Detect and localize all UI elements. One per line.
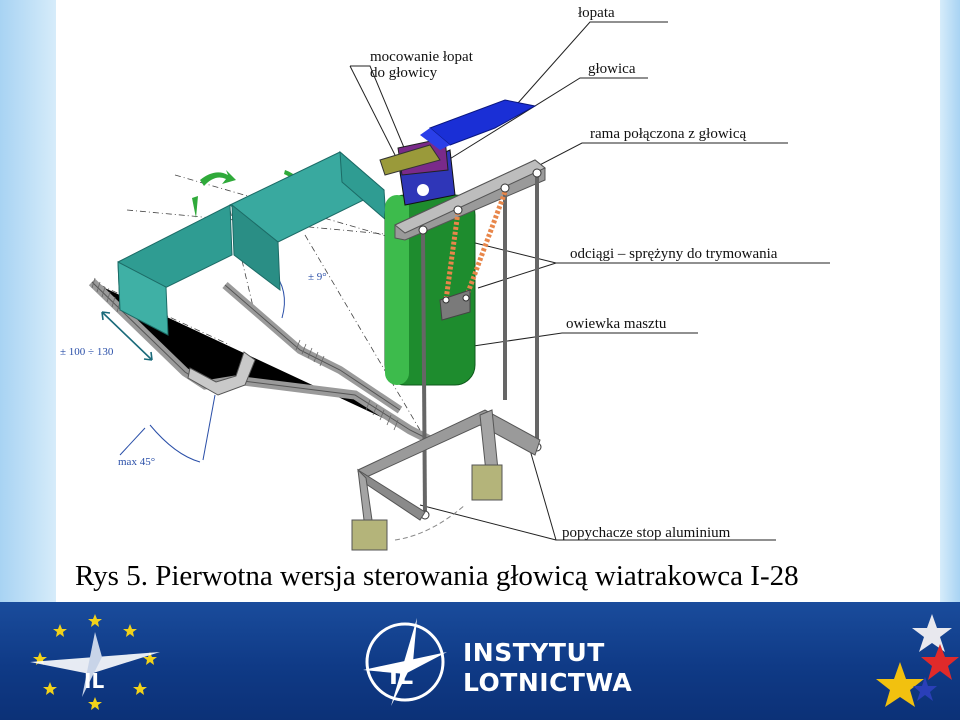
label-odciagi: odciągi – sprężyny do trymowania [570, 246, 778, 262]
brand-line2: LOTNICTWA [463, 668, 633, 697]
pedal-panels [117, 150, 387, 336]
blade-tip [420, 128, 450, 150]
head-frame [394, 159, 546, 241]
motion-arc [394, 504, 466, 541]
dim-pedal: max 45° [118, 456, 156, 468]
label-rama: rama połączona z głowicą [590, 126, 747, 142]
brand-line1: INSTYTUT [463, 638, 605, 667]
lower-linkage [357, 409, 541, 521]
pivot-points [418, 168, 542, 520]
mast-highlight [385, 195, 409, 385]
colored-stars-decoration [876, 614, 959, 707]
label-lopata: łopata [578, 5, 615, 21]
control-system-diagram [88, 21, 830, 551]
instytut-emblem: IL [363, 618, 447, 706]
footer-banner: IL IL INSTYTUT LOTNICTWA [0, 602, 960, 720]
leader-lines [349, 21, 830, 541]
label-mocowanie-line1: mocowanie łopat [370, 49, 473, 65]
pedal-hatch [91, 277, 399, 431]
right-side-gradient [940, 0, 960, 602]
label-popychacze: popychacze stop aluminium [562, 525, 731, 541]
label-mocowanie-line2: do głowicy [370, 65, 438, 81]
eu-stars-logo: IL [30, 614, 160, 710]
dim-tilt: ± 9° [308, 271, 327, 283]
left-side-gradient [0, 0, 56, 602]
star-ring [33, 614, 157, 710]
svg-text:IL: IL [389, 662, 413, 690]
mounting-blocks [351, 464, 503, 551]
label-owiewka: owiewka masztu [566, 316, 667, 332]
push-rods [421, 175, 539, 516]
figure-caption: Rys 5. Pierwotna wersja sterowania głowi… [75, 560, 799, 592]
svg-text:IL: IL [84, 669, 104, 693]
rotor-head [379, 137, 456, 206]
pedal-handle [187, 351, 256, 396]
label-glowica: głowica [588, 61, 636, 77]
travel-arrow [101, 311, 153, 361]
dim-travel: ± 100 ÷ 130 [60, 346, 114, 358]
